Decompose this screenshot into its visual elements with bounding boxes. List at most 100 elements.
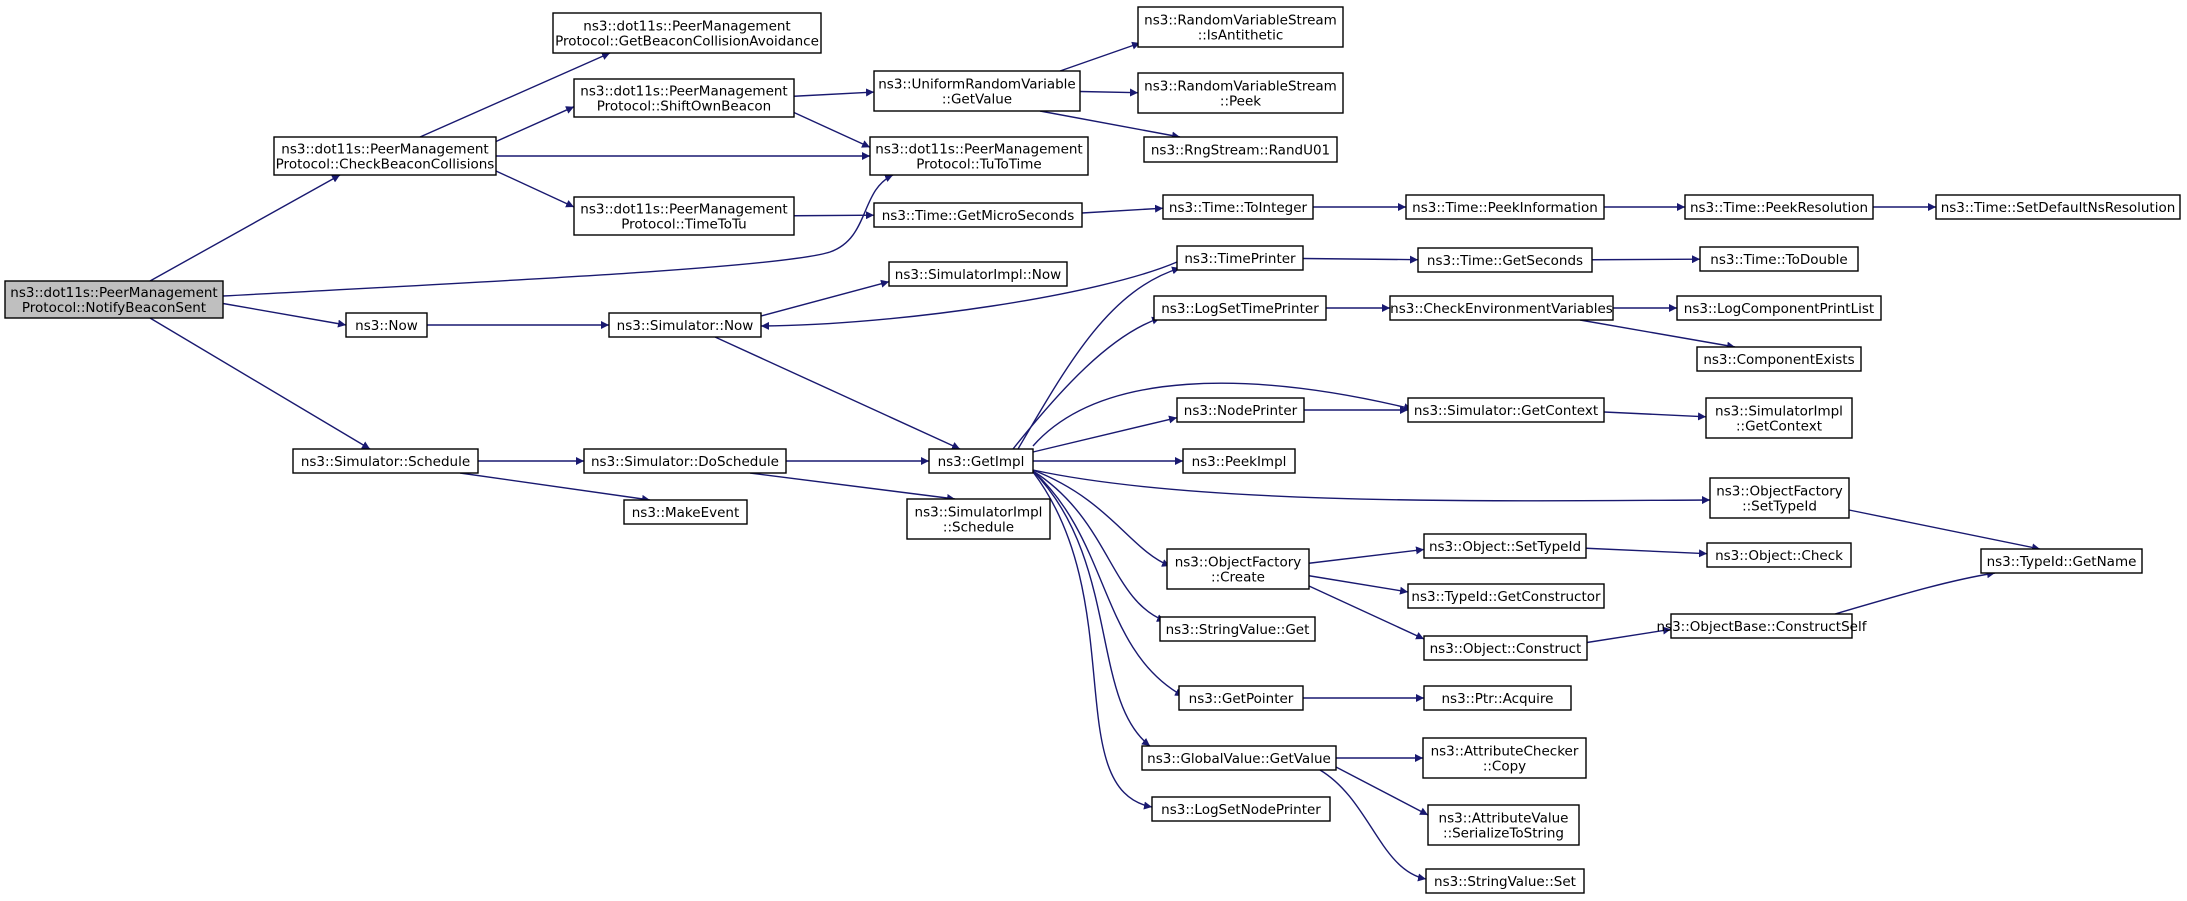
node-peek[interactable]: ns3::RandomVariableStream::Peek (1137, 72, 1344, 114)
node-get-beacon-avoid[interactable]: ns3::dot11s::PeerManagementProtocol::Get… (552, 12, 822, 54)
node-impl-get-context[interactable]: ns3::SimulatorImpl::GetContext (1705, 397, 1853, 439)
node-log-set-node[interactable]: ns3::LogSetNodePrinter (1151, 796, 1331, 822)
node-label-line: ns3::GetPointer (1189, 691, 1294, 707)
node-peek-information[interactable]: ns3::Time::PeekInformation (1405, 194, 1605, 220)
node-get-seconds[interactable]: ns3::Time::GetSeconds (1417, 247, 1593, 273)
node-root[interactable]: ns3::dot11s::PeerManagementProtocol::Not… (4, 280, 224, 319)
node-box (1423, 635, 1588, 661)
node-now[interactable]: ns3::Now (345, 312, 428, 338)
node-obj-set-type-id[interactable]: ns3::Object::SetTypeId (1423, 533, 1587, 559)
edge-get-impl-to-sim-get-context (1032, 382, 1413, 447)
node-schedule[interactable]: ns3::Simulator::Schedule (292, 448, 479, 474)
node-log-comp-print[interactable]: ns3::LogComponentPrintList (1676, 295, 1882, 321)
node-to-double[interactable]: ns3::Time::ToDouble (1699, 246, 1859, 272)
edge-obj-set-type-id-to-obj-check (1585, 547, 1708, 558)
node-sim-impl-now[interactable]: ns3::SimulatorImpl::Now (888, 261, 1068, 287)
node-time-printer[interactable]: ns3::TimePrinter (1176, 245, 1304, 271)
node-of-create[interactable]: ns3::ObjectFactory::Create (1166, 548, 1310, 590)
node-label-line: ::Peek (1220, 94, 1261, 110)
node-label-line: ns3::Simulator::Now (617, 318, 754, 334)
node-node-printer[interactable]: ns3::NodePrinter (1176, 397, 1305, 423)
node-label-line: ns3::Ptr::Acquire (1442, 691, 1554, 707)
node-label-line: ns3::RandomVariableStream (1144, 79, 1337, 95)
node-peek-impl[interactable]: ns3::PeekImpl (1182, 448, 1296, 474)
node-label-line: ns3::dot11s::PeerManagement (580, 202, 787, 218)
node-get-pointer[interactable]: ns3::GetPointer (1178, 685, 1304, 711)
node-obj-construct[interactable]: ns3::Object::Construct (1423, 635, 1588, 661)
node-make-event[interactable]: ns3::MakeEvent (623, 499, 748, 525)
node-label-line: Protocol::ShiftOwnBeacon (597, 99, 772, 115)
node-sim-now[interactable]: ns3::Simulator::Now (608, 312, 762, 338)
node-string-value-get[interactable]: ns3::StringValue::Get (1159, 616, 1316, 642)
node-impl-schedule[interactable]: ns3::SimulatorImpl::Schedule (906, 498, 1051, 540)
node-label-line: ns3::Simulator::GetContext (1414, 403, 1598, 419)
node-get-constructor[interactable]: ns3::TypeId::GetConstructor (1407, 583, 1605, 609)
edge-sim-now-to-get-impl (714, 336, 961, 450)
edges-layer (149, 41, 2041, 882)
node-of-set-type-id[interactable]: ns3::ObjectFactory::SetTypeId (1709, 477, 1850, 519)
node-rand-u01[interactable]: ns3::RngStream::RandU01 (1143, 136, 1338, 163)
node-to-integer[interactable]: ns3::Time::ToInteger (1162, 194, 1314, 220)
node-label-line: ns3::TimePrinter (1184, 251, 1296, 267)
node-tu-to-time[interactable]: ns3::dot11s::PeerManagementProtocol::TuT… (869, 136, 1089, 176)
node-log-set-time[interactable]: ns3::LogSetTimePrinter (1153, 295, 1327, 321)
node-box (1980, 548, 2143, 574)
node-is-antithetic[interactable]: ns3::RandomVariableStream::IsAntithetic (1137, 6, 1344, 48)
node-check-env[interactable]: ns3::CheckEnvironmentVariables (1389, 295, 1614, 321)
edge-get-impl-to-node-printer (1032, 415, 1178, 453)
edge-schedule-to-make-event (459, 472, 651, 503)
node-label-line: ns3::Object::Check (1715, 548, 1843, 564)
node-box (1422, 737, 1587, 779)
node-set-default-ns-res[interactable]: ns3::Time::SetDefaultNsResolution (1935, 194, 2181, 220)
node-peek-resolution[interactable]: ns3::Time::PeekResolution (1684, 194, 1874, 220)
node-time-to-tu[interactable]: ns3::dot11s::PeerManagementProtocol::Tim… (573, 196, 795, 236)
edge-get-impl-to-time-printer (1017, 266, 1181, 450)
node-obj-check[interactable]: ns3::Object::Check (1706, 542, 1852, 568)
node-box (906, 498, 1051, 540)
edge-do-schedule-to-impl-schedule (749, 472, 956, 502)
node-label-line: ns3::SimulatorImpl (1715, 404, 1843, 420)
node-box (1405, 194, 1605, 220)
node-global-get-value[interactable]: ns3::GlobalValue::GetValue (1141, 745, 1337, 771)
node-label-line: ns3::TypeId::GetName (1987, 554, 2137, 570)
node-label-line: ns3::GlobalValue::GetValue (1147, 751, 1331, 767)
node-label-line: ::Schedule (943, 520, 1014, 536)
node-label-line: ns3::dot11s::PeerManagement (10, 285, 217, 301)
node-label-line: ns3::Time::ToInteger (1169, 200, 1308, 216)
edge-global-get-value-to-attr-serialize (1335, 766, 1429, 816)
node-construct-self[interactable]: ns3::ObjectBase::ConstructSelf (1657, 613, 1868, 639)
node-attr-serialize[interactable]: ns3::AttributeValue::SerializeToString (1427, 804, 1580, 846)
edge-get-impl-to-string-value-get (1032, 470, 1166, 622)
edge-construct-self-to-type-id-get-name (1834, 570, 1996, 615)
node-box (1670, 613, 1853, 639)
node-string-value-set[interactable]: ns3::StringValue::Set (1425, 868, 1585, 894)
node-box (869, 136, 1089, 176)
node-box (1137, 6, 1344, 48)
node-ptr-acquire[interactable]: ns3::Ptr::Acquire (1423, 685, 1572, 711)
node-label-line: ns3::SimulatorImpl::Now (895, 267, 1061, 283)
node-sim-get-context[interactable]: ns3::Simulator::GetContext (1407, 397, 1605, 423)
node-label-line: ns3::StringValue::Set (1434, 874, 1576, 890)
node-get-micro-seconds[interactable]: ns3::Time::GetMicroSeconds (873, 202, 1083, 228)
node-do-schedule[interactable]: ns3::Simulator::DoSchedule (583, 448, 787, 474)
node-box (1176, 245, 1304, 271)
node-label-line: ns3::SimulatorImpl (915, 505, 1043, 521)
edge-get-impl-to-get-pointer (1032, 470, 1184, 697)
node-get-impl[interactable]: ns3::GetImpl (928, 448, 1034, 474)
node-attr-checker-copy[interactable]: ns3::AttributeChecker::Copy (1422, 737, 1587, 779)
node-component-exists[interactable]: ns3::ComponentExists (1696, 346, 1862, 372)
node-label-line: ns3::ObjectFactory (1175, 555, 1302, 571)
node-label-line: ns3::CheckEnvironmentVariables (1390, 301, 1613, 317)
node-box (1425, 868, 1585, 894)
edge-root-to-tu-to-time (222, 174, 894, 297)
node-check-beacon[interactable]: ns3::dot11s::PeerManagementProtocol::Che… (273, 136, 497, 176)
node-box (1407, 583, 1605, 609)
edge-sim-get-context-to-impl-get-context (1603, 411, 1707, 421)
node-type-id-get-name[interactable]: ns3::TypeId::GetName (1980, 548, 2143, 574)
node-box (1427, 804, 1580, 846)
node-box (1151, 796, 1331, 822)
node-uniform-get-value[interactable]: ns3::UniformRandomVariable::GetValue (873, 70, 1081, 112)
node-shift-own[interactable]: ns3::dot11s::PeerManagementProtocol::Shi… (573, 78, 795, 118)
edge-time-to-tu-to-get-micro-seconds (793, 211, 875, 220)
node-box (1417, 247, 1593, 273)
